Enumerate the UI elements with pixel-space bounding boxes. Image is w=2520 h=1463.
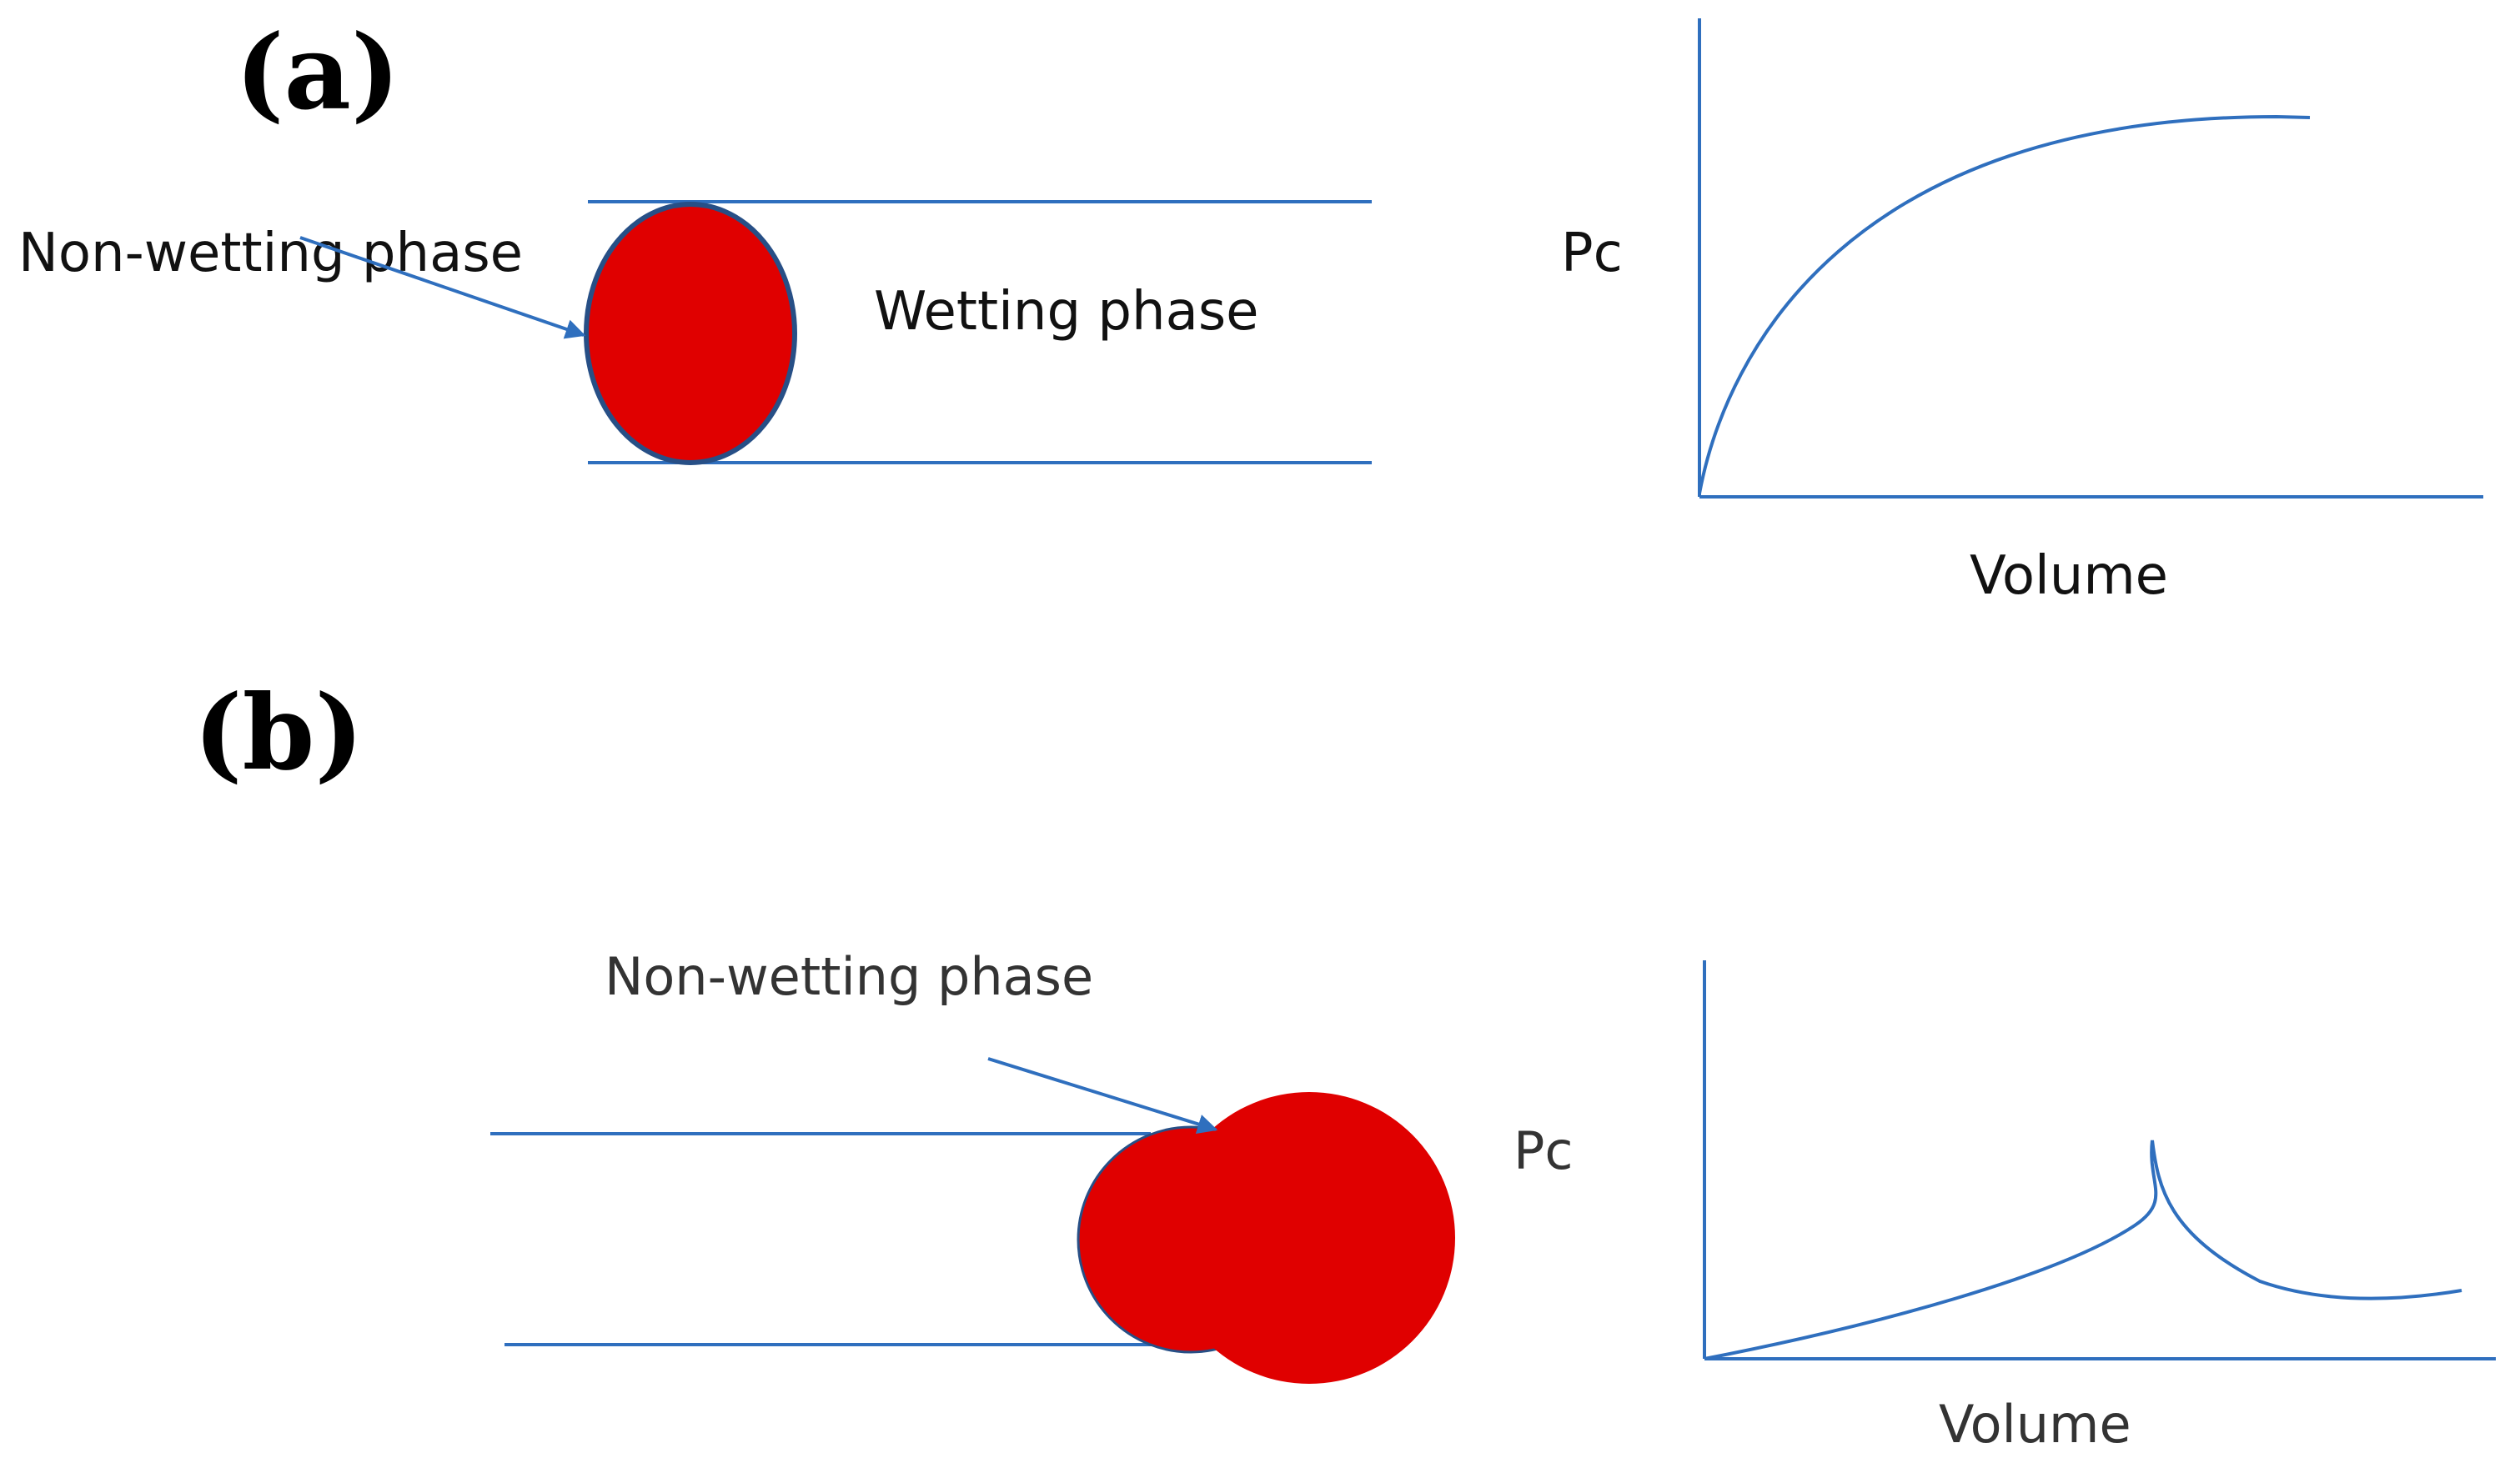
panel-a-x-axis-label: Volume bbox=[1970, 545, 2168, 607]
panel-a-pointer-arrow bbox=[299, 236, 586, 339]
panel-b-x-axis-label: Volume bbox=[1939, 1394, 2131, 1455]
panel-a-wetting-label: Wetting phase bbox=[874, 281, 1259, 343]
panel-a-non-wetting-droplet bbox=[584, 202, 797, 465]
panel-a-label: (a) bbox=[235, 13, 400, 133]
panel-b-non-wetting-label: Non-wetting phase bbox=[605, 946, 1093, 1007]
panel-a-pc-curve bbox=[1698, 114, 2311, 494]
panel-b-label: (b) bbox=[193, 673, 364, 794]
panel-a-non-wetting-label: Non-wetting phase bbox=[18, 223, 523, 284]
panel-b-pc-curve bbox=[1704, 1140, 2462, 1360]
panel-b-pointer-arrow bbox=[987, 1057, 1218, 1135]
panel-b-y-axis-label: Pc bbox=[1514, 1120, 1573, 1181]
panel-a-y-axis-label: Pc bbox=[1561, 223, 1623, 284]
panel-b-non-wetting-droplet bbox=[1077, 1092, 1455, 1384]
